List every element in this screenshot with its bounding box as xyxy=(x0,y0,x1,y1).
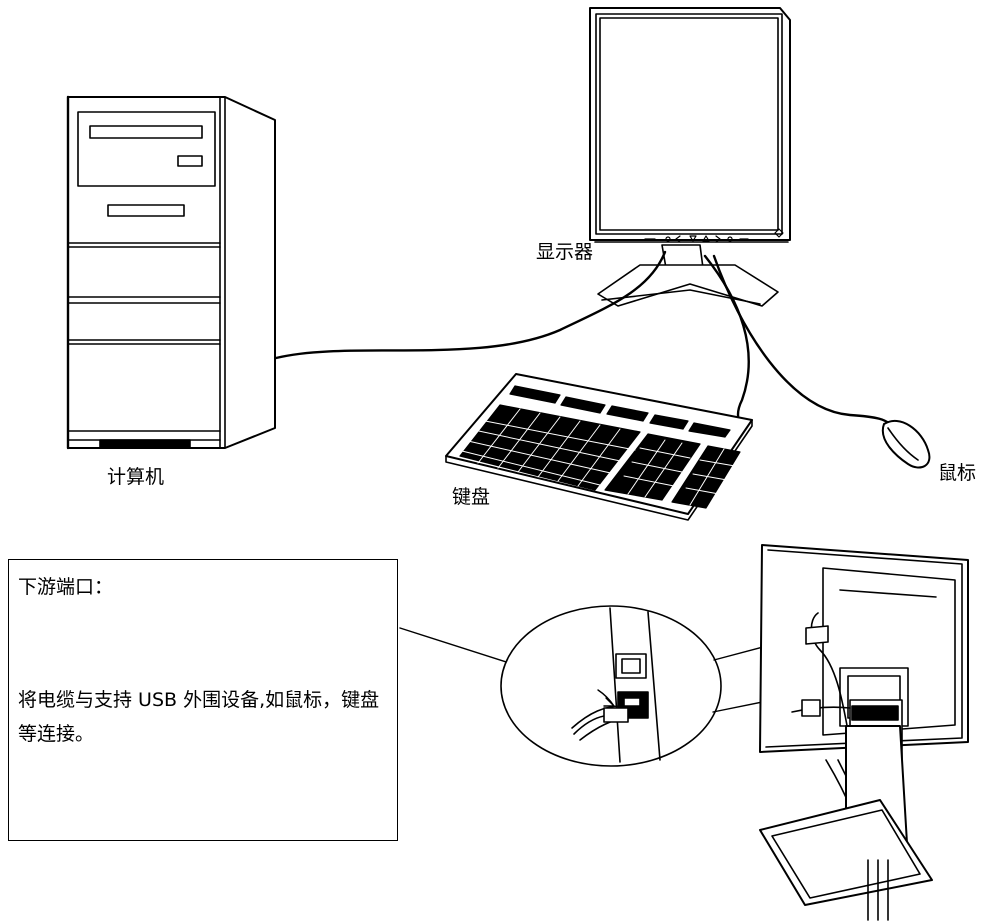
downstream-port-panel xyxy=(8,559,398,841)
mouse-icon xyxy=(881,419,931,469)
computer-cable xyxy=(274,250,667,360)
downstream-port-title: 下游端口： xyxy=(18,576,114,598)
keyboard-label: 键盘 xyxy=(452,486,491,508)
monitor-front-icon xyxy=(589,7,791,307)
computer-label: 计算机 xyxy=(107,466,165,488)
mouse-cable xyxy=(712,254,892,426)
keyboard-icon xyxy=(445,373,753,521)
monitor-rear-icon xyxy=(759,544,969,921)
port-magnifier-icon xyxy=(500,605,813,767)
monitor-label: 显示器 xyxy=(536,241,594,263)
mouse-label: 鼠标 xyxy=(938,462,977,484)
downstream-port-description: 将电缆与支持 USB 外围设备,如鼠标，键盘等连接。 xyxy=(18,689,380,745)
computer-tower-icon xyxy=(66,95,276,450)
